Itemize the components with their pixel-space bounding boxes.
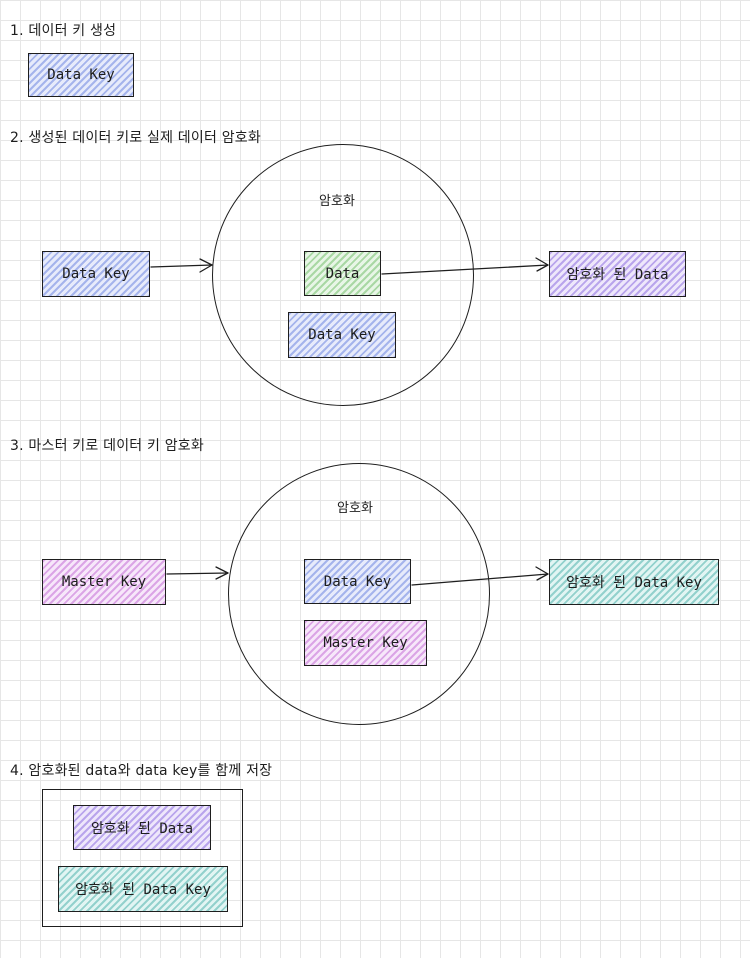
encryption-circle — [212, 144, 474, 406]
master-key-input-box: Master Key — [42, 559, 166, 605]
arrow-input-to-circle — [150, 264, 213, 268]
arrow-input-to-circle — [166, 572, 229, 575]
arrowhead — [199, 258, 213, 273]
storage-container — [42, 789, 243, 927]
data-key-inner-box: Data Key — [288, 312, 396, 358]
arrowhead — [535, 566, 549, 581]
encryption-label: 암호화 — [337, 501, 373, 516]
encryption-label: 암호화 — [319, 194, 355, 209]
step-1-title: 1. 데이터 키 생성 — [10, 23, 117, 39]
arrowhead — [215, 566, 229, 580]
step-4-title: 4. 암호화된 data와 data key를 함께 저장 — [10, 763, 273, 779]
stored-encrypted-data-box: 암호화 된 Data — [73, 805, 211, 850]
stored-encrypted-data-key-box: 암호화 된 Data Key — [58, 866, 228, 912]
data-key-input-box: Data Key — [42, 251, 150, 297]
step-3-title: 3. 마스터 키로 데이터 키 암호화 — [10, 438, 204, 454]
encryption-circle — [228, 463, 490, 725]
data-key-box: Data Key — [304, 559, 411, 604]
master-key-inner-box: Master Key — [304, 620, 427, 666]
encrypted-data-box: 암호화 된 Data — [549, 251, 686, 297]
data-box: Data — [304, 251, 381, 296]
encrypted-data-key-box: 암호화 된 Data Key — [549, 559, 719, 605]
data-key-box: Data Key — [28, 53, 134, 97]
arrowhead — [535, 257, 549, 272]
step-2-title: 2. 생성된 데이터 키로 실제 데이터 암호화 — [10, 130, 261, 146]
